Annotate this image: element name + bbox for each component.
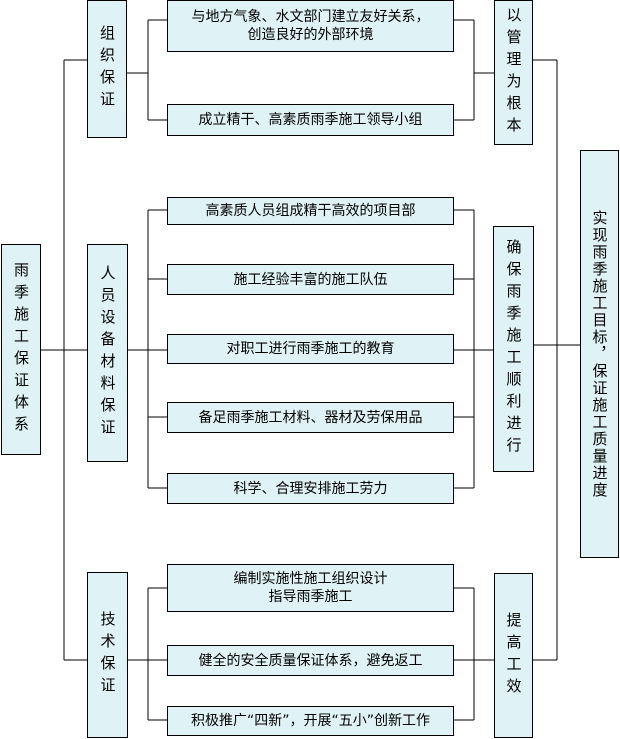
outcome-management-basis: 以管理为根本: [494, 0, 533, 145]
measure-labor-arrangement: 科学、合理安排施工劳力: [167, 473, 454, 504]
measure-weather-hydrology: 与地方气象、水文部门建立友好关系， 创造良好的外部环境: [167, 0, 454, 52]
measure-leadership-group: 成立精干、高素质雨季施工领导小组: [167, 104, 454, 136]
branch-technical-box: 技术保证: [87, 572, 128, 738]
goal-box: 实现雨季施工目标，保证施工质量进度: [580, 150, 619, 558]
measure-construction-design: 编制实施性施工组织设计 指导雨季施工: [167, 564, 454, 612]
branch-organization-box: 组织保证: [87, 0, 127, 138]
measure-quality-system: 健全的安全质量保证体系，避免返工: [167, 645, 454, 676]
measure-construction-team: 施工经验丰富的施工队伍: [167, 264, 454, 295]
measure-innovation-work: 积极推广“四新”，开展“五小”创新工作: [167, 706, 454, 736]
root-system-box: 雨季施工保证体系: [1, 244, 41, 455]
measure-staff-education: 对职工进行雨季施工的教育: [167, 334, 454, 364]
branch-personnel-equipment-box: 人员设备材料保证: [87, 244, 128, 462]
outcome-efficiency: 提高工效: [494, 573, 533, 738]
measure-materials-supplies: 备足雨季施工材料、器材及劳保用品: [167, 402, 454, 433]
measure-project-department: 高素质人员组成精干高效的项目部: [167, 197, 454, 225]
outcome-smooth-construction: 确保雨季施工顺利进行: [493, 226, 534, 472]
